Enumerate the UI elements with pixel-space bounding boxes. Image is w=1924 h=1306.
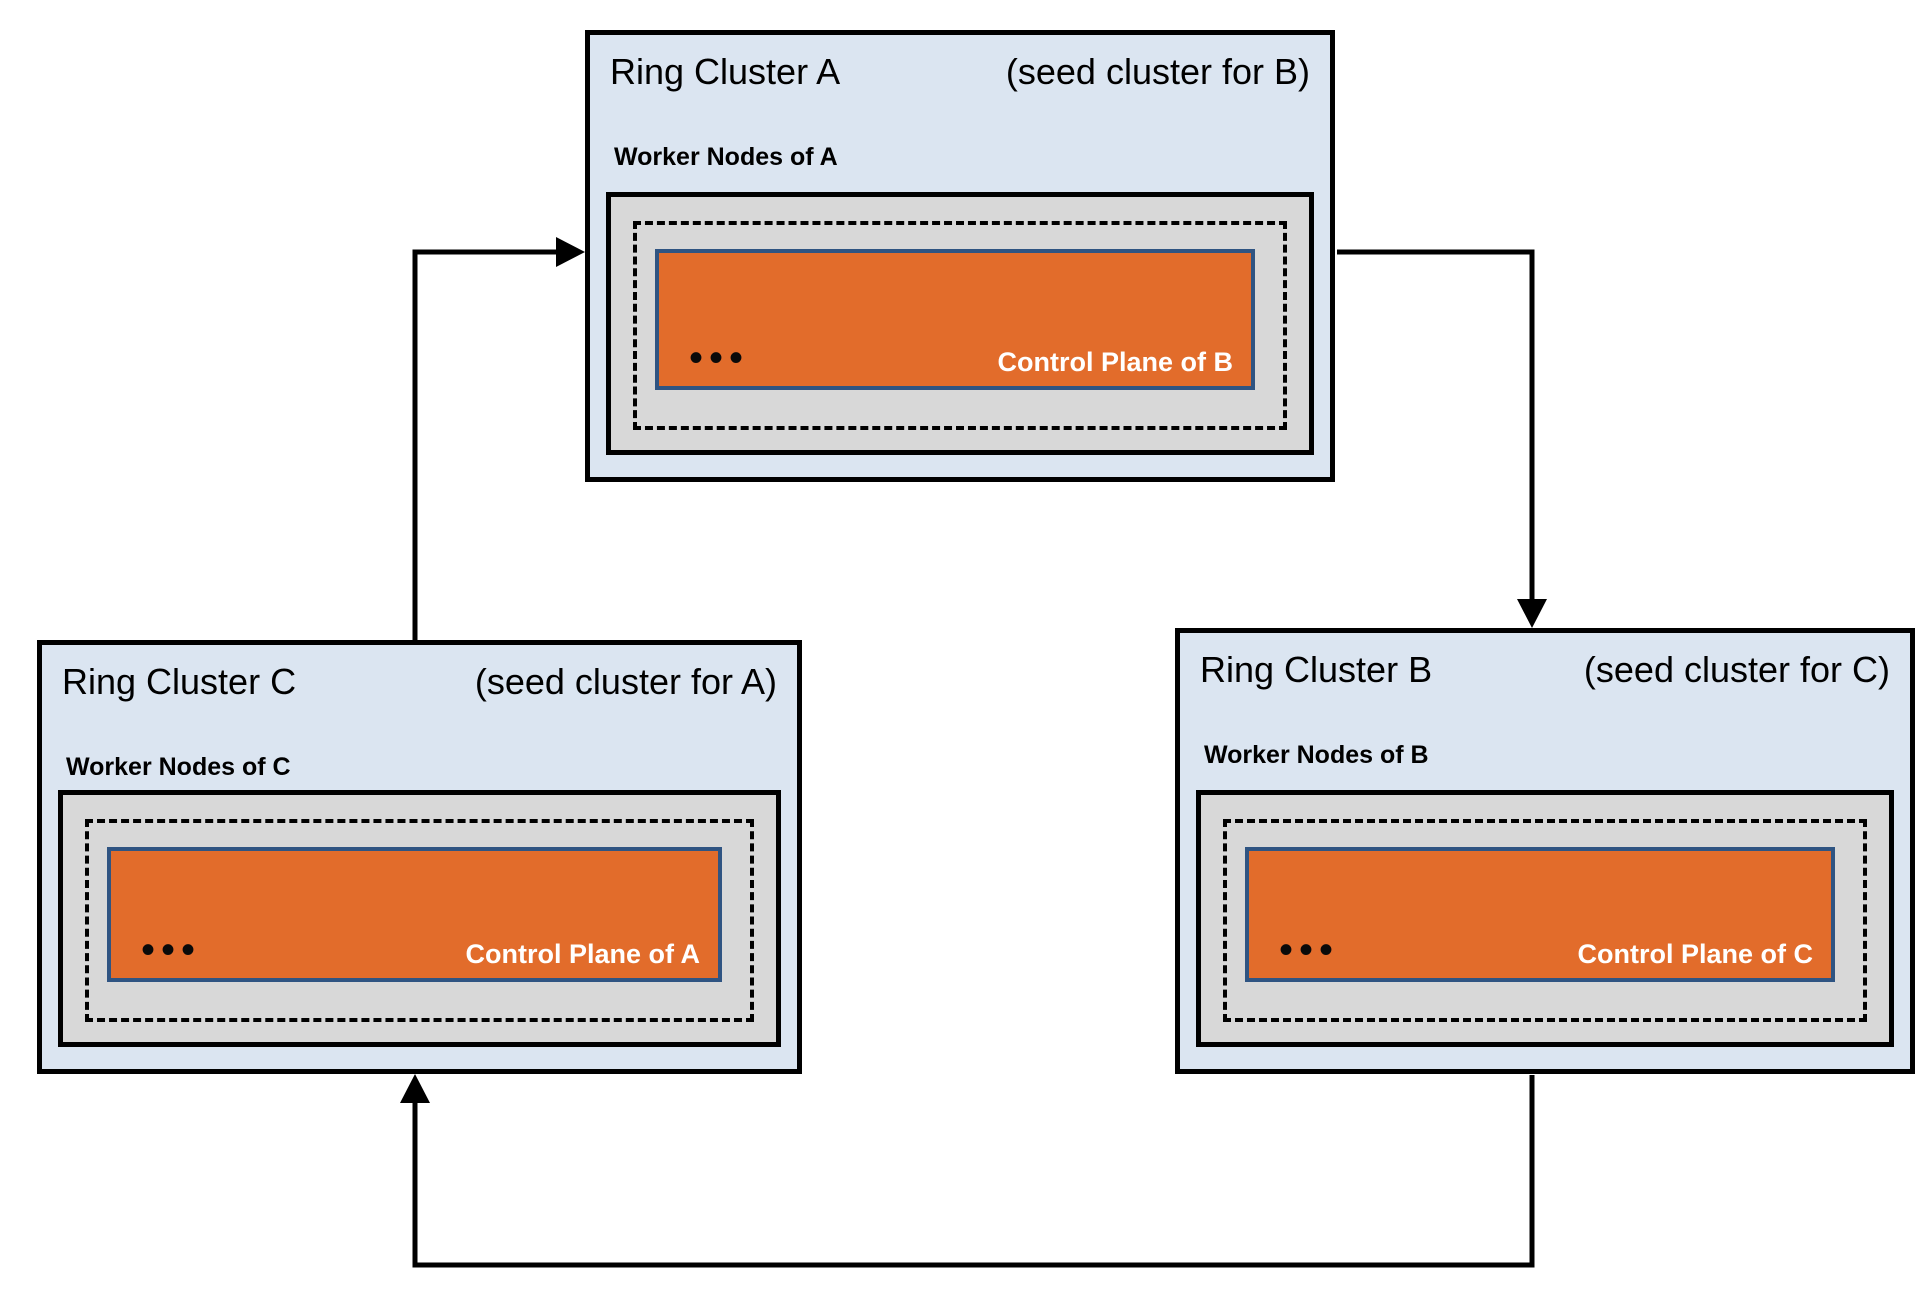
ellipsis-dots-icon: •••	[689, 336, 750, 380]
ellipsis-dots-icon: •••	[1279, 928, 1340, 972]
cluster-c: Ring Cluster C (seed cluster for A) Work…	[37, 640, 802, 1074]
cluster-b-title-row: Ring Cluster B (seed cluster for C)	[1180, 633, 1910, 690]
cluster-a-dashed-boundary: ••• Control Plane of B	[633, 221, 1287, 430]
cluster-a-control-plane-box: ••• Control Plane of B	[655, 249, 1255, 390]
cluster-b-control-plane-label: Control Plane of C	[1577, 939, 1814, 969]
cluster-a-control-plane-label: Control Plane of B	[997, 347, 1234, 377]
cluster-b: Ring Cluster B (seed cluster for C) Work…	[1175, 628, 1915, 1074]
cluster-b-control-plane-row: ••• Control Plane of C	[1279, 928, 1814, 972]
cluster-c-dashed-boundary: ••• Control Plane of A	[85, 819, 754, 1022]
cluster-b-dashed-boundary: ••• Control Plane of C	[1223, 819, 1867, 1022]
ellipsis-dots-icon: •••	[141, 928, 202, 972]
cluster-b-title: Ring Cluster B	[1200, 649, 1433, 690]
cluster-b-worker-label: Worker Nodes of B	[1204, 741, 1429, 769]
cluster-a-worker-nodes-box: ••• Control Plane of B	[606, 192, 1314, 455]
cluster-c-worker-nodes-box: ••• Control Plane of A	[58, 790, 781, 1047]
arrow-a-to-b	[1337, 249, 1547, 628]
cluster-c-title-row: Ring Cluster C (seed cluster for A)	[42, 645, 797, 702]
arrow-c-to-a	[412, 237, 585, 642]
cluster-b-worker-nodes-box: ••• Control Plane of C	[1196, 790, 1894, 1047]
cluster-a-title: Ring Cluster A	[610, 51, 841, 92]
cluster-b-subtitle: (seed cluster for C)	[1583, 649, 1890, 690]
cluster-a-subtitle: (seed cluster for B)	[1005, 51, 1310, 92]
cluster-b-control-plane-box: ••• Control Plane of C	[1245, 847, 1835, 982]
cluster-c-control-plane-box: ••• Control Plane of A	[107, 847, 722, 982]
cluster-c-control-plane-row: ••• Control Plane of A	[141, 928, 701, 972]
cluster-c-title: Ring Cluster C	[62, 661, 297, 702]
cluster-c-control-plane-label: Control Plane of A	[465, 939, 701, 969]
cluster-a: Ring Cluster A (seed cluster for B) Work…	[585, 30, 1335, 482]
cluster-a-worker-label: Worker Nodes of A	[614, 143, 838, 171]
cluster-a-title-row: Ring Cluster A (seed cluster for B)	[590, 35, 1330, 92]
cluster-a-control-plane-row: ••• Control Plane of B	[689, 336, 1234, 380]
cluster-c-worker-label: Worker Nodes of C	[66, 753, 291, 781]
cluster-c-subtitle: (seed cluster for A)	[474, 661, 777, 702]
arrow-b-to-c	[400, 1074, 1535, 1268]
